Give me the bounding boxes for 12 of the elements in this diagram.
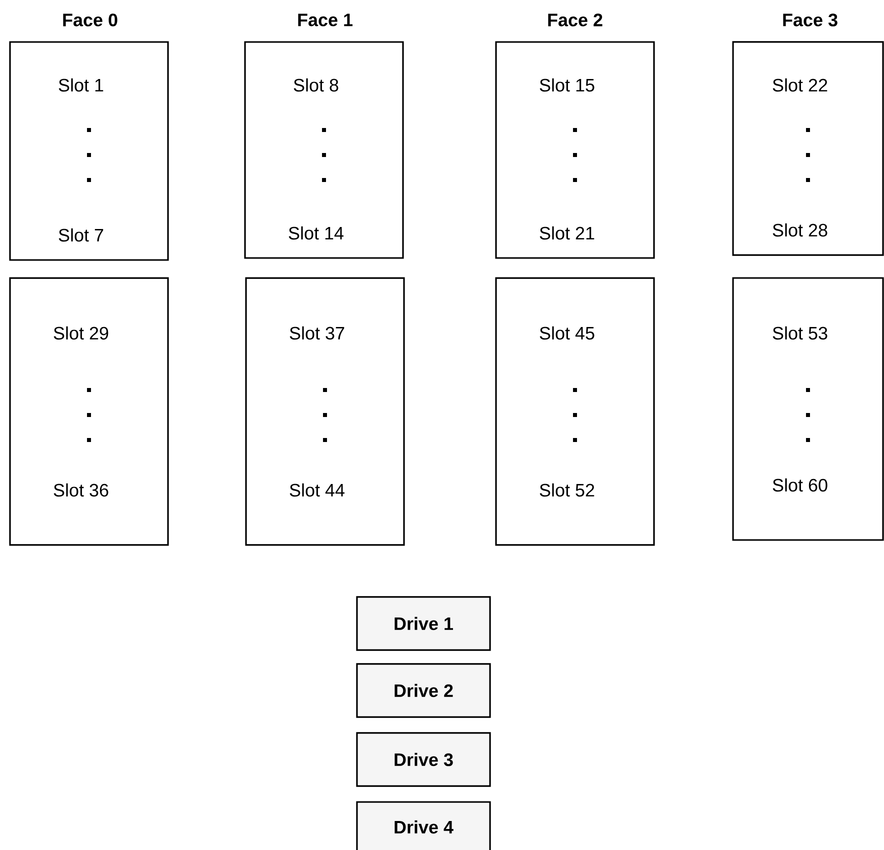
slot-box: Slot 45 Slot 52	[495, 277, 655, 546]
drive-box: Drive 4	[356, 801, 491, 850]
slot-box: Slot 8 Slot 14	[244, 41, 404, 259]
slot-box: Slot 37 Slot 44	[245, 277, 405, 546]
slot-box: Slot 53 Slot 60	[732, 277, 884, 541]
slot-box: Slot 22 Slot 28	[732, 41, 884, 256]
slot-box: Slot 1 Slot 7	[9, 41, 169, 261]
slot-box: Slot 29 Slot 36	[9, 277, 169, 546]
slot-box: Slot 15 Slot 21	[495, 41, 655, 259]
drive-box: Drive 2	[356, 663, 491, 718]
drive-box: Drive 1	[356, 596, 491, 651]
drive-box: Drive 3	[356, 732, 491, 787]
